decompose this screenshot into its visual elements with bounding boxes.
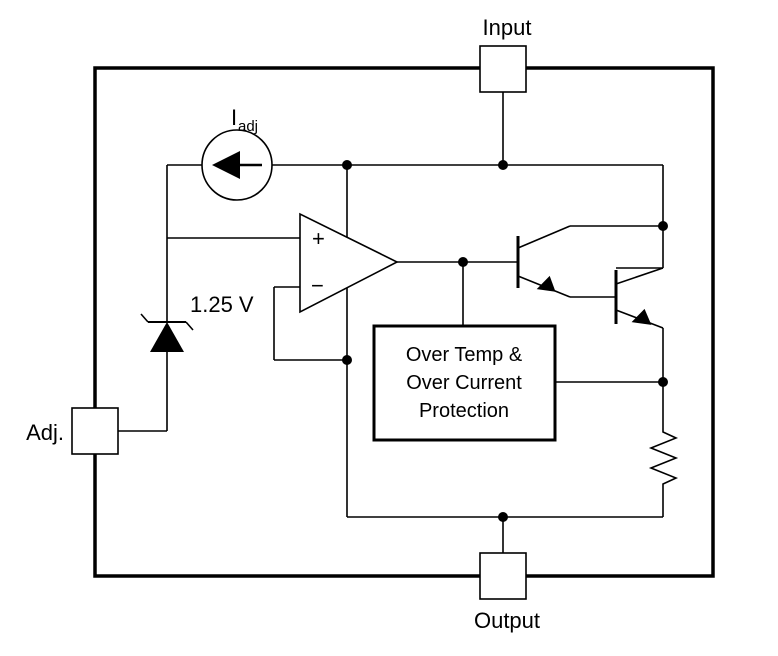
opamp-minus-sign: − <box>311 273 324 298</box>
error-amplifier: + − <box>299 212 399 314</box>
protection-line-1: Over Temp & <box>406 344 523 366</box>
driver-transistor-icon <box>516 225 571 298</box>
adj-current-source: I adj <box>201 105 273 201</box>
output-pin-label: Output <box>474 608 540 633</box>
input-pin-label: Input <box>483 15 532 40</box>
reference-voltage-label: 1.25 V <box>190 292 254 317</box>
zener-diode-icon <box>150 322 184 352</box>
opamp-plus-sign: + <box>312 226 325 251</box>
output-pin: Output <box>474 552 540 633</box>
junction-dots <box>342 160 668 522</box>
protection-line-2: Over Current <box>406 372 522 394</box>
iadj-label: I <box>231 105 237 130</box>
sense-resistor-icon <box>648 428 679 488</box>
iadj-subscript: adj <box>238 118 258 135</box>
pass-transistor-icon <box>614 267 664 329</box>
package-outline <box>93 66 715 578</box>
wires <box>118 92 664 553</box>
input-pin: Input <box>479 15 532 93</box>
zener-reference: 1.25 V <box>140 292 254 352</box>
current-direction-arrow-icon <box>212 151 240 179</box>
adj-pin-label: Adj. <box>26 420 64 445</box>
protection-block: Over Temp & Over Current Protection <box>372 324 557 442</box>
protection-line-3: Protection <box>419 400 509 422</box>
adj-pin: Adj. <box>26 407 119 455</box>
